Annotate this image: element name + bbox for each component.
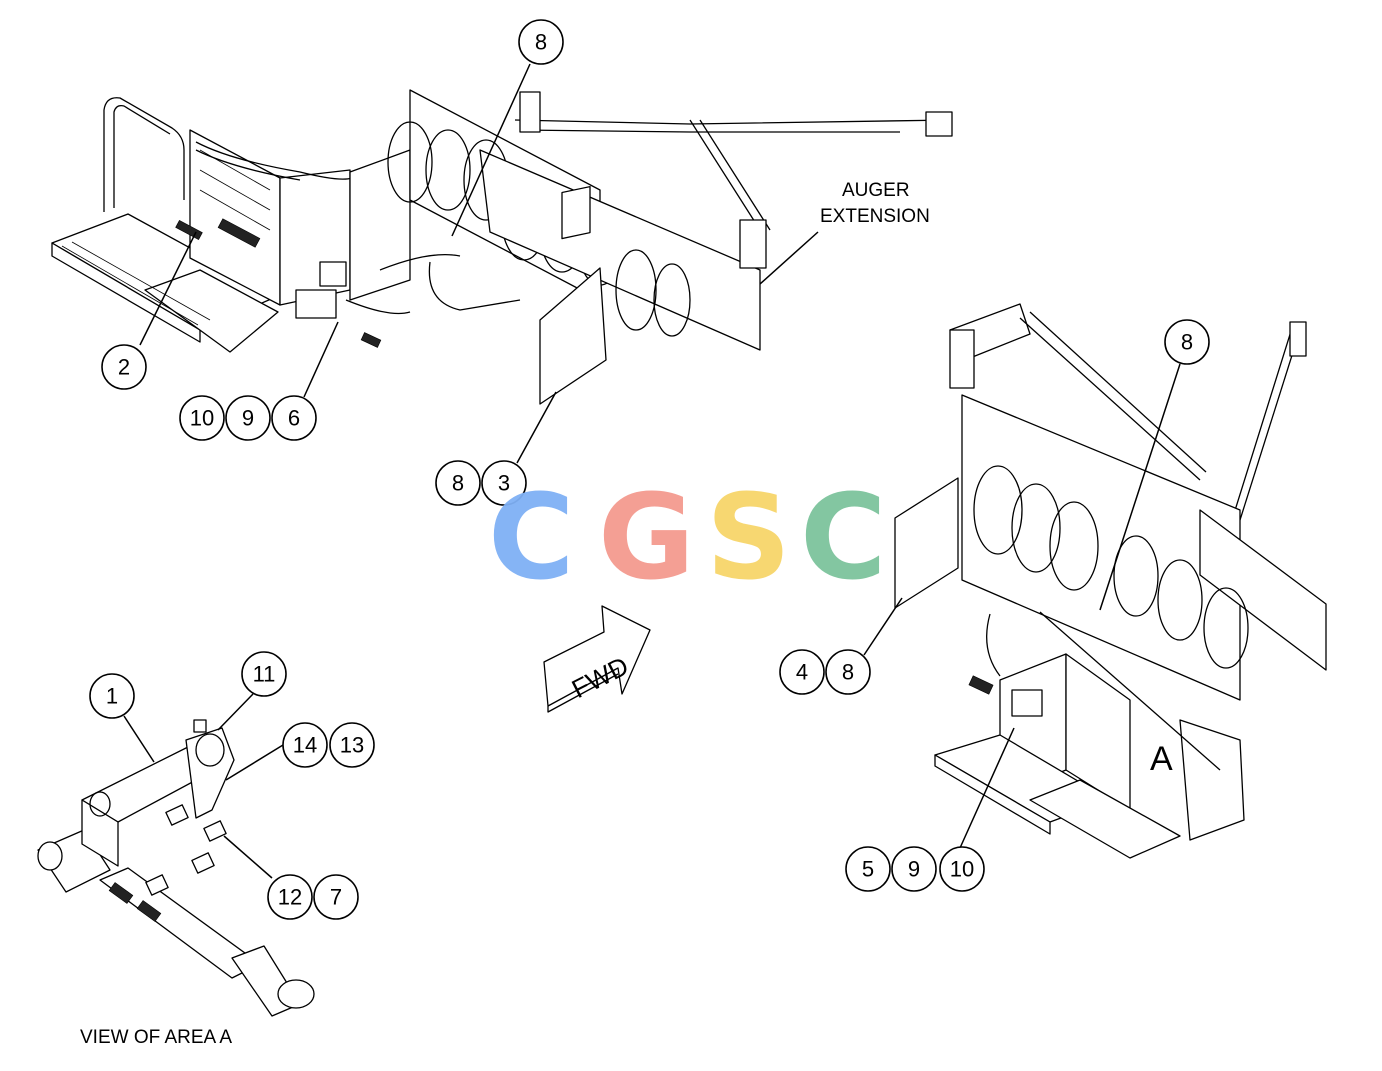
svg-text:5: 5 (862, 857, 874, 882)
callout-group-14-13: 14 13 (282, 722, 375, 768)
svg-text:8: 8 (535, 30, 547, 55)
svg-text:7: 7 (330, 885, 342, 910)
svg-text:9: 9 (908, 857, 920, 882)
area-a-marker: A (1150, 740, 1173, 778)
callouts: 8 2 10 9 6 8 3 8 4 8 (89, 19, 1210, 920)
svg-text:6: 6 (288, 406, 300, 431)
svg-text:10: 10 (190, 406, 214, 431)
callout-2: 2 (101, 344, 147, 390)
svg-text:10: 10 (950, 857, 974, 882)
callout-8-top: 8 (518, 19, 564, 65)
callout-group-10-9-6: 10 9 6 (179, 395, 317, 441)
cgsc-watermark-logo: C G S C (488, 468, 887, 606)
svg-text:8: 8 (452, 471, 464, 496)
svg-text:14: 14 (293, 733, 317, 758)
svg-text:3: 3 (498, 471, 510, 496)
callout-8-right: 8 (1164, 319, 1210, 365)
svg-text:8: 8 (1181, 330, 1193, 355)
forward-arrow-icon: FWD (543, 605, 651, 713)
bolt-set (145, 804, 227, 896)
svg-text:4: 4 (796, 660, 808, 685)
watermark-letter-c1: C (488, 468, 575, 606)
svg-text:11: 11 (253, 662, 276, 687)
svg-text:12: 12 (278, 885, 302, 910)
auger-extension-label-line2: EXTENSION (820, 206, 930, 227)
callout-group-8-3: 8 3 (435, 460, 527, 506)
watermark-letter-s: S (706, 468, 791, 606)
auger-extension-label-line1: AUGER (842, 180, 910, 201)
svg-text:9: 9 (242, 406, 254, 431)
callout-11: 11 (241, 651, 287, 697)
watermark-letter-c2: C (800, 468, 887, 606)
svg-text:2: 2 (118, 355, 130, 380)
detail-view-area-a (37, 719, 315, 1017)
svg-text:13: 13 (340, 733, 364, 758)
callout-group-4-8: 4 8 (779, 649, 871, 695)
callout-1: 1 (89, 673, 135, 719)
view-of-area-label: VIEW OF AREA A (80, 1027, 232, 1048)
watermark-letter-g: G (598, 468, 695, 606)
lower-auger-assembly (894, 303, 1327, 859)
upper-auger-assembly (51, 89, 953, 405)
callout-group-5-9-10: 5 9 10 (845, 846, 985, 892)
leader-lines (123, 63, 1181, 879)
callout-group-12-7: 12 7 (267, 874, 359, 920)
svg-text:8: 8 (842, 660, 854, 685)
svg-text:1: 1 (106, 684, 118, 709)
